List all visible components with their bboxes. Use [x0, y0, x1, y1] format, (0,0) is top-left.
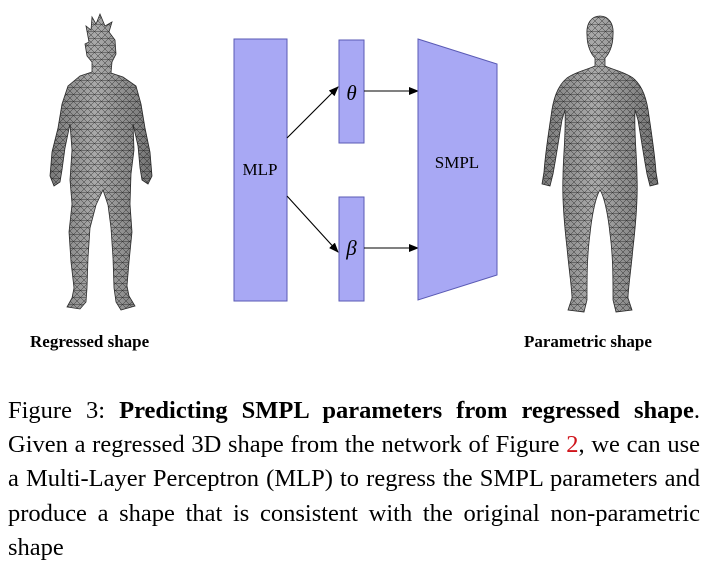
mlp-block	[233, 38, 288, 302]
parametric-shape-label: Parametric shape	[524, 332, 652, 351]
figure-caption: Figure 3: Predicting SMPL parameters fro…	[8, 394, 700, 565]
parametric-shape-shading	[542, 16, 658, 312]
theta-label: θ	[346, 81, 356, 105]
beta-label: β	[345, 236, 357, 260]
caption-title: Predicting SMPL parameters from regresse…	[119, 397, 694, 424]
regressed-shape-label: Regressed shape	[30, 332, 150, 351]
parametric-shape-mesh	[541, 15, 659, 313]
figure-reference-link[interactable]: 2	[566, 431, 579, 459]
regressed-shape-mesh	[49, 12, 153, 311]
beta-block	[338, 196, 365, 302]
smpl-label: SMPL	[435, 153, 479, 172]
arrow-mlp-to-beta	[286, 195, 339, 253]
caption-text-b: , we can use a Multi-Layer Perceptron (M…	[8, 431, 700, 561]
caption-text-a: . Given a regressed 3D shape from the ne…	[8, 397, 700, 459]
caption-prefix: Figure 3:	[8, 397, 106, 424]
arrow-mlp-to-theta	[286, 86, 339, 139]
theta-block	[338, 39, 365, 144]
smpl-block	[417, 38, 498, 301]
regressed-shape-shading	[50, 14, 152, 310]
mlp-label: MLP	[243, 160, 278, 179]
figure-diagram: MLP θ β SMPL	[49, 12, 659, 313]
